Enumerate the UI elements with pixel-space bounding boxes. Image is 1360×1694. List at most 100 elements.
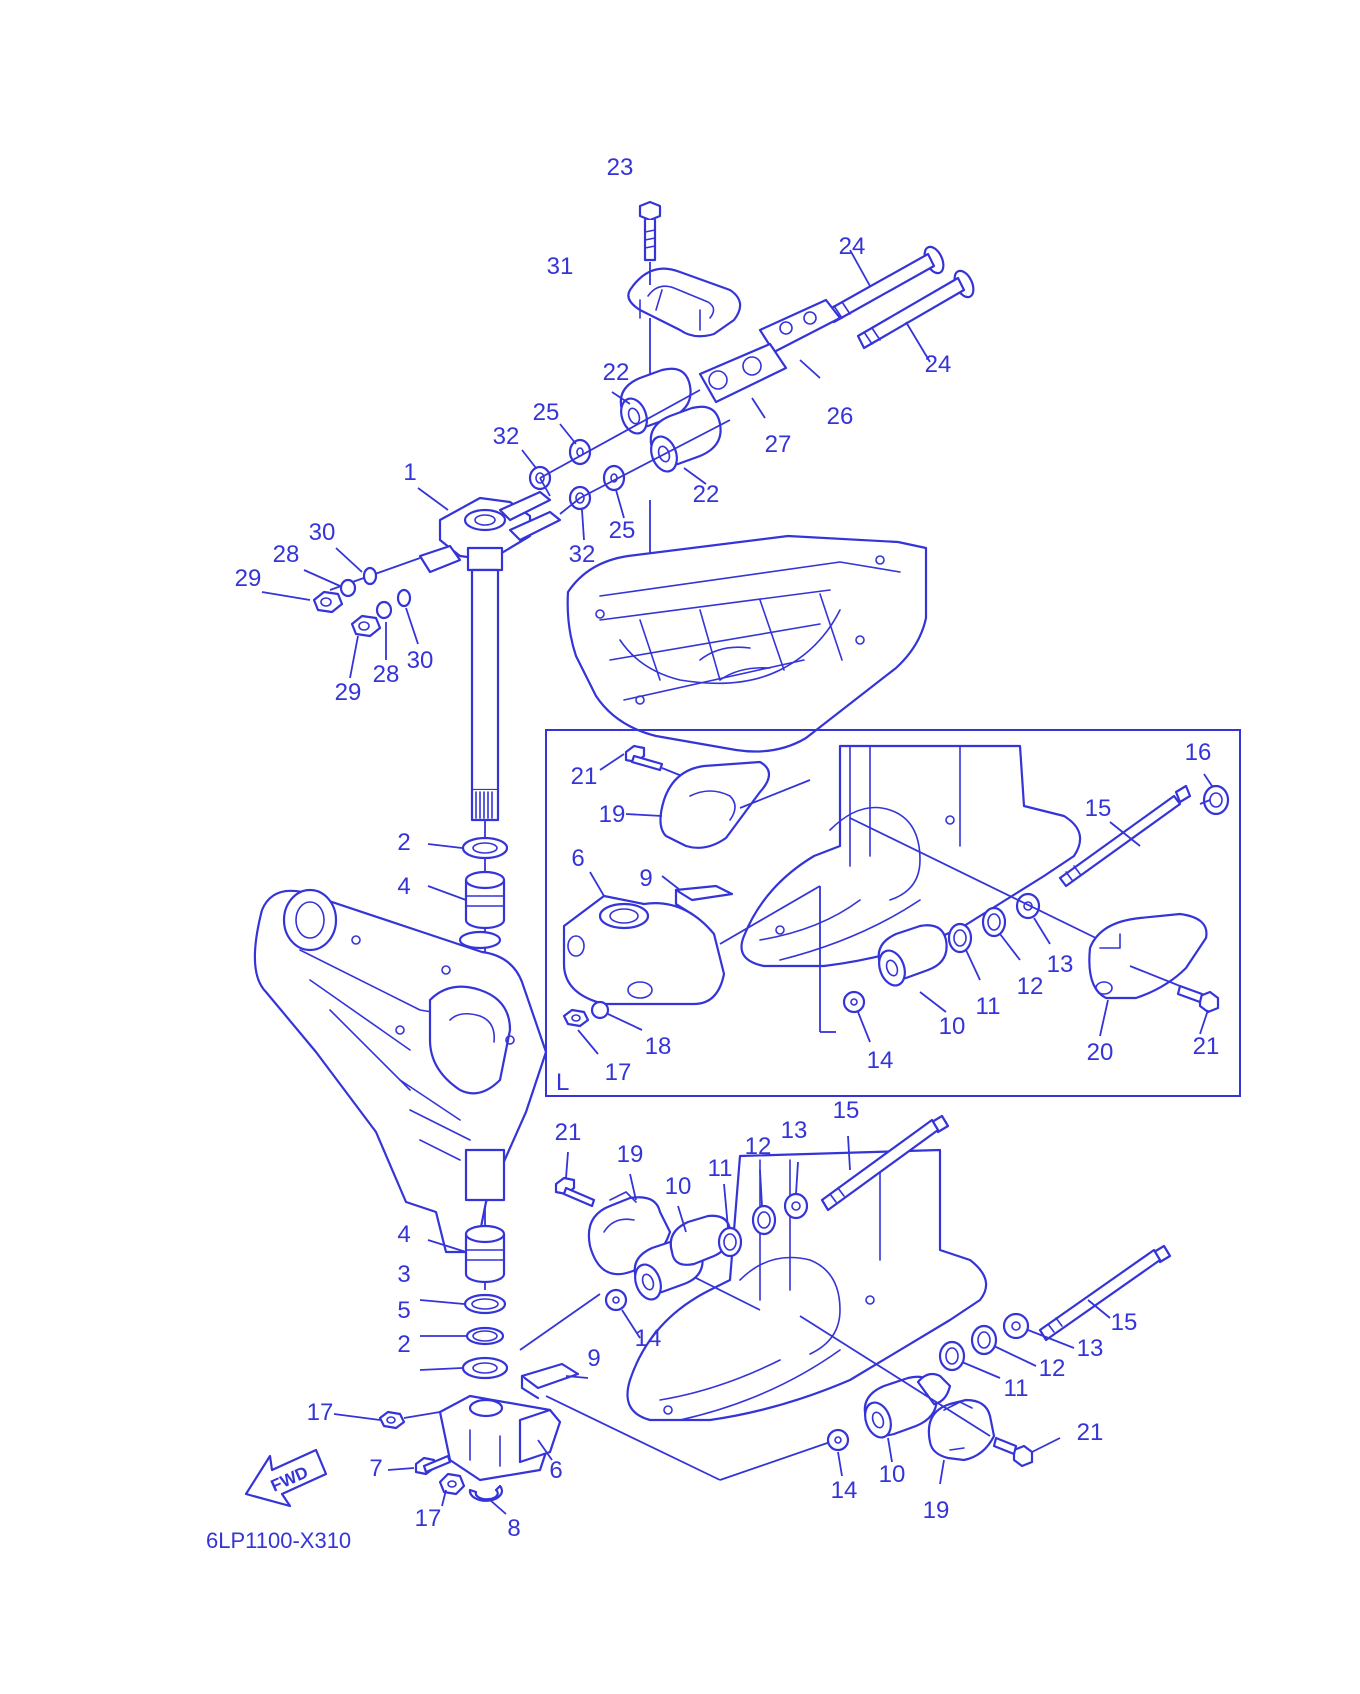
- inset-bracket-6: [562, 894, 726, 1006]
- callout-label: 3: [397, 1261, 410, 1288]
- callout-label: 10: [939, 1013, 966, 1040]
- lower-cover-9: [520, 1362, 580, 1400]
- lower-casing: [626, 1148, 988, 1422]
- callout-label: 19: [617, 1141, 644, 1168]
- washer-14c: [826, 1428, 850, 1452]
- callout-label: 21: [1077, 1419, 1104, 1446]
- callout-label: 4: [397, 873, 410, 900]
- washer-12b: [751, 1204, 777, 1236]
- bolt-7: [414, 1454, 452, 1476]
- washer-13c: [1002, 1312, 1030, 1340]
- washer-30b: [396, 588, 412, 608]
- washer-25b: [602, 464, 626, 492]
- callout-label: 11: [1004, 1375, 1029, 1402]
- callout-label: 24: [839, 233, 866, 260]
- callout-label: 1: [403, 459, 416, 486]
- inset-nut-17: [562, 1008, 590, 1028]
- mount-plate-27: [698, 342, 788, 404]
- callout-label: 18: [645, 1033, 672, 1060]
- washer-11b: [717, 1226, 743, 1258]
- bolt-15b: [820, 1114, 950, 1212]
- inset-bolt-15: [1058, 784, 1192, 888]
- callout-label: 17: [307, 1399, 334, 1426]
- nut-29b: [350, 614, 382, 638]
- callout-label: 20: [1087, 1039, 1114, 1066]
- diagram-code: 6LP1100-X310: [206, 1528, 351, 1553]
- bolt-21d: [992, 1436, 1034, 1468]
- callout-label: 28: [373, 661, 400, 688]
- washer-12c: [970, 1324, 998, 1356]
- callout-label: 17: [605, 1059, 632, 1086]
- callout-label: 7: [369, 1455, 382, 1482]
- callout-label: 21: [571, 763, 598, 790]
- inset-label: L: [556, 1069, 569, 1096]
- washer-2b: [461, 1356, 509, 1380]
- washer-11c: [938, 1340, 966, 1372]
- callout-label: 12: [1039, 1355, 1066, 1382]
- callout-label: 31: [547, 253, 574, 280]
- callout-label: 12: [1017, 973, 1044, 1000]
- washer-28b: [375, 600, 393, 620]
- inset-washer-13: [1015, 892, 1041, 920]
- lower-mount-bracket-6: [438, 1394, 562, 1482]
- o-ring-5: [465, 1326, 505, 1346]
- washer-14b: [604, 1288, 628, 1312]
- inset-bolt-21b: [1176, 984, 1220, 1014]
- callout-label: 9: [587, 1345, 600, 1372]
- nut-17a: [378, 1410, 406, 1430]
- cover-19c: [927, 1398, 996, 1462]
- callout-label: 14: [635, 1325, 662, 1352]
- inset-lower-casing: [740, 744, 1082, 968]
- callout-label: 14: [831, 1477, 858, 1504]
- inset-bracket-20: [1088, 912, 1208, 1000]
- callout-label: 4: [397, 1221, 410, 1248]
- callout-label: 15: [1085, 795, 1112, 822]
- mount-rubber-22a: [619, 367, 692, 435]
- callout-label: 8: [507, 1515, 520, 1542]
- upper-casing: [566, 534, 928, 753]
- callout-label: 12: [745, 1133, 772, 1160]
- inset-washer-12: [981, 906, 1007, 938]
- bushing-4a: [464, 870, 506, 930]
- washer-2a: [461, 836, 509, 860]
- callout-label: 32: [569, 541, 596, 568]
- callout-label: 13: [1047, 951, 1074, 978]
- callout-label: 10: [665, 1173, 692, 1200]
- steering-shaft: [470, 568, 500, 822]
- washer-30a: [362, 566, 378, 586]
- nut-17b: [438, 1472, 466, 1496]
- callout-label: 29: [235, 565, 262, 592]
- callout-label: 13: [1077, 1335, 1104, 1362]
- callout-label: 21: [1193, 1033, 1220, 1060]
- bolt-24b: [856, 269, 975, 350]
- callout-label: 30: [309, 519, 336, 546]
- callout-label: 28: [273, 541, 300, 568]
- callout-label: 29: [335, 679, 362, 706]
- bolt-23: [638, 200, 662, 262]
- washer-28a: [339, 578, 357, 598]
- inset-box-left-model: [545, 729, 1241, 1097]
- inset-washer-16: [1202, 784, 1230, 816]
- callout-label: 14: [867, 1047, 894, 1074]
- callout-label: 2: [397, 829, 410, 856]
- seal-3: [463, 1293, 507, 1315]
- callout-label: 15: [1111, 1309, 1138, 1336]
- callout-label: 17: [415, 1505, 442, 1532]
- callout-labels: 23 31 24 24 22 26 25 27 32 22 1 25 30 32…: [235, 154, 1220, 1542]
- mount-cover-31: [627, 267, 742, 338]
- callout-label: 6: [571, 845, 584, 872]
- callout-label: 11: [976, 993, 1001, 1020]
- callout-label: 2: [397, 1331, 410, 1358]
- callout-label: 10: [879, 1461, 906, 1488]
- callout-label: 16: [1185, 739, 1212, 766]
- mount-plate-26: [758, 298, 842, 354]
- callout-label: 22: [603, 359, 630, 386]
- callout-label: 9: [639, 865, 652, 892]
- inset-washer-14: [842, 990, 866, 1014]
- callout-label: 19: [923, 1497, 950, 1524]
- callout-label: 5: [397, 1297, 410, 1324]
- inset-washer-11: [947, 922, 973, 954]
- nut-29a: [312, 590, 344, 614]
- bolt-15c: [1038, 1244, 1172, 1342]
